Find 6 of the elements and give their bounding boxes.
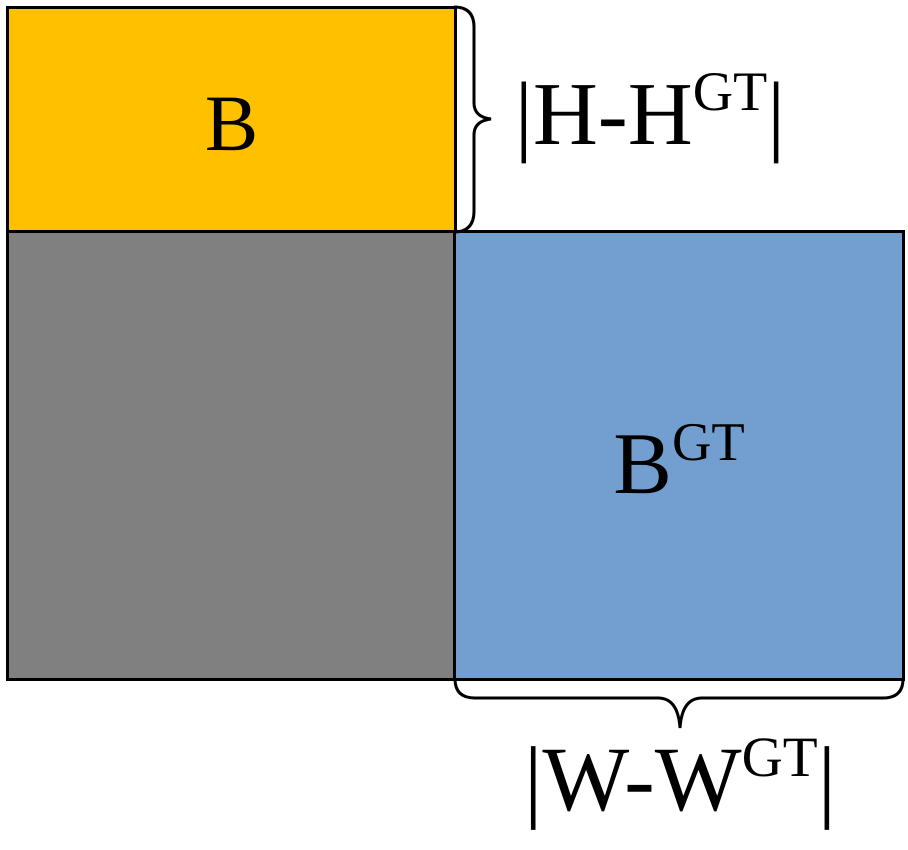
box-label: B [204, 78, 258, 170]
box-label: B$^{GT}$ [613, 410, 745, 514]
rectangle [453, 230, 905, 681]
rectangle [6, 6, 457, 233]
math-label: |W-W$^{GT}$| [524, 724, 836, 832]
math-label: |H-H$^{GT}$| [514, 60, 786, 166]
